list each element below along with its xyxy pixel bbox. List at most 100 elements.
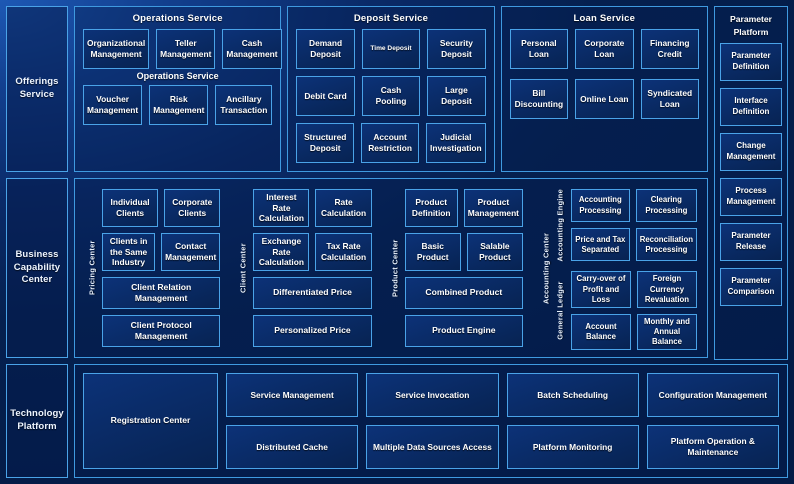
cell-personalized-price[interactable]: Personalized Price [253, 315, 372, 347]
cell-carry-over-profit-loss[interactable]: Carry-over of Profit and Loss [570, 271, 631, 308]
cell-personal-loan[interactable]: Personal Loan [509, 29, 569, 69]
group-title-operations-service: Operations Service [132, 13, 223, 24]
technology-platform-content: Registration Center Service Management S… [74, 364, 788, 478]
cell-debit-card[interactable]: Debit Card [296, 76, 355, 116]
cell-platform-monitoring[interactable]: Platform Monitoring [506, 425, 639, 469]
group-accounting-center: Accounting Center Accounting Engine Acco… [534, 184, 702, 352]
row-label-business-capability-center: Business Capability Center [6, 178, 68, 358]
vertical-label-client-center: Client Center [238, 243, 248, 293]
cell-demand-deposit[interactable]: Demand Deposit [296, 29, 355, 69]
cell-multiple-data-sources-access[interactable]: Multiple Data Sources Access [366, 425, 499, 469]
cell-time-deposit[interactable]: Time Deposit [361, 29, 421, 69]
group-client-center: Client Center Interest Rate Calculation … [231, 184, 376, 352]
cell-voucher-management[interactable]: Voucher Management [83, 85, 143, 125]
row-label-offerings-service: Offerings Service [6, 6, 68, 172]
cell-price-and-tax-separated[interactable]: Price and Tax Separated [570, 228, 630, 262]
group-operations-service: Operations Service Organizational Manage… [74, 6, 282, 172]
group-title-deposit-service: Deposit Service [353, 13, 429, 24]
cell-contact-management[interactable]: Contact Management [161, 233, 221, 271]
cell-financing-credit[interactable]: Financing Credit [640, 29, 699, 69]
deposit-service-grid-row2: Debit Card Cash Pooling Large Deposit [296, 76, 486, 116]
group-loan-service: Loan Service Personal Loan Corporate Loa… [500, 6, 708, 172]
deposit-service-grid-row1: Demand Deposit Time Deposit Security Dep… [296, 29, 486, 69]
cell-syndicated-loan[interactable]: Syndicated Loan [640, 79, 699, 119]
cell-batch-scheduling[interactable]: Batch Scheduling [506, 373, 639, 417]
cell-judicial-investigation[interactable]: Judicial Investigation [426, 123, 486, 163]
cell-product-management[interactable]: Product Management [463, 189, 523, 227]
cell-distributed-cache[interactable]: Distributed Cache [226, 425, 359, 469]
loan-service-bottom-grid: Bill Discounting Online Loan Syndicated … [509, 79, 699, 119]
cell-differentiated-price[interactable]: Differentiated Price [253, 277, 372, 309]
operations-service-bottom-grid: Voucher Management Risk Management Ancil… [83, 85, 273, 125]
deposit-service-grid-row3: Structured Deposit Account Restriction J… [296, 123, 486, 163]
cell-client-relation-management[interactable]: Client Relation Management [102, 277, 221, 309]
cell-salable-product[interactable]: Salable Product [466, 233, 523, 271]
cell-teller-management[interactable]: Teller Management [156, 29, 216, 69]
cell-product-definition[interactable]: Product Definition [404, 189, 458, 227]
group-deposit-service: Deposit Service Demand Deposit Time Depo… [287, 6, 495, 172]
cell-combined-product[interactable]: Combined Product [404, 277, 523, 309]
vertical-label-pricing-center: Pricing Center [87, 240, 97, 296]
cell-risk-management[interactable]: Risk Management [149, 85, 209, 125]
cell-parameter-comparison[interactable]: Parameter Comparison [720, 267, 782, 306]
cell-bill-discounting[interactable]: Bill Discounting [509, 79, 569, 119]
cell-reconciliation-processing[interactable]: Reconciliation Processing [635, 228, 697, 262]
cell-parameter-definition[interactable]: Parameter Definition [720, 42, 782, 81]
technology-platform-row: Technology Platform Registration Center … [6, 364, 788, 478]
cell-platform-operation-maintenance[interactable]: Platform Operation & Maintenance [646, 425, 779, 469]
cell-client-protocol-management[interactable]: Client Protocol Management [102, 315, 221, 347]
cell-interface-definition[interactable]: Interface Definition [720, 87, 782, 126]
cell-structured-deposit[interactable]: Structured Deposit [296, 123, 355, 163]
cell-basic-product[interactable]: Basic Product [404, 233, 461, 271]
loan-service-spacer [510, 69, 699, 79]
cell-service-invocation[interactable]: Service Invocation [366, 373, 499, 417]
cell-clients-same-industry[interactable]: Clients in the Same Industry [102, 233, 156, 271]
business-capability-groups: Pricing Center Individual Clients Corpor… [74, 178, 708, 358]
group-parameter-platform: Parameter Platform Parameter Definition … [714, 6, 788, 360]
cell-configuration-management[interactable]: Configuration Management [646, 373, 779, 417]
group-pricing-center: Pricing Center Individual Clients Corpor… [80, 184, 225, 352]
cell-product-engine[interactable]: Product Engine [404, 315, 523, 347]
cell-corporate-clients[interactable]: Corporate Clients [164, 189, 221, 227]
cell-corporate-loan[interactable]: Corporate Loan [575, 29, 634, 69]
cell-foreign-currency-revaluation[interactable]: Foreign Currency Revaluation [636, 271, 697, 308]
cell-large-deposit[interactable]: Large Deposit [427, 76, 486, 116]
operations-service-top-grid: Organizational Management Teller Managem… [83, 29, 282, 69]
vertical-label-accounting-center: Accounting Center [541, 232, 551, 304]
cell-individual-clients[interactable]: Individual Clients [102, 189, 159, 227]
cell-registration-center[interactable]: Registration Center [83, 373, 218, 469]
offerings-service-row: Offerings Service Operations Service Org… [6, 6, 788, 172]
group-title-loan-service: Loan Service [573, 13, 636, 24]
group-title-parameter-platform: Parameter Platform [729, 14, 773, 37]
group-product-center: Product Center Product Definition Produc… [383, 184, 528, 352]
vertical-label-general-ledger: General Ledger [555, 281, 565, 341]
cell-account-restriction[interactable]: Account Restriction [361, 123, 419, 163]
cell-interest-rate-calculation[interactable]: Interest Rate Calculation [253, 189, 310, 227]
cell-cash-pooling[interactable]: Cash Pooling [361, 76, 421, 116]
cell-parameter-release[interactable]: Parameter Release [720, 222, 782, 261]
cell-organizational-management[interactable]: Organizational Management [83, 29, 150, 69]
cell-rate-calculation[interactable]: Rate Calculation [315, 189, 372, 227]
cell-account-balance[interactable]: Account Balance [570, 313, 631, 351]
cell-service-management[interactable]: Service Management [226, 373, 359, 417]
group-subtitle-operations-service: Operations Service [136, 71, 219, 81]
cell-cash-management[interactable]: Cash Management [222, 29, 282, 69]
technology-platform-grid: Service Management Service Invocation Ba… [226, 373, 779, 469]
cell-change-management[interactable]: Change Management [720, 132, 782, 171]
cell-security-deposit[interactable]: Security Deposit [427, 29, 486, 69]
business-capability-row: Business Capability Center Pricing Cente… [6, 178, 788, 358]
cell-accounting-processing[interactable]: Accounting Processing [570, 189, 630, 223]
vertical-label-accounting-engine: Accounting Engine [555, 189, 565, 262]
cell-monthly-annual-balance[interactable]: Monthly and Annual Balance [636, 313, 697, 351]
cell-clearing-processing[interactable]: Clearing Processing [635, 189, 697, 223]
cell-process-management[interactable]: Process Management [720, 177, 782, 216]
cell-exchange-rate-calculation[interactable]: Exchange Rate Calculation [253, 233, 310, 271]
subgroup-general-ledger: General Ledger Carry-over of Profit and … [553, 271, 697, 351]
cell-ancillary-transaction[interactable]: Ancillary Transaction [215, 85, 273, 125]
vertical-label-product-center: Product Center [390, 239, 400, 297]
loan-service-top-grid: Personal Loan Corporate Loan Financing C… [509, 29, 699, 69]
cell-tax-rate-calculation[interactable]: Tax Rate Calculation [315, 233, 372, 271]
cell-online-loan[interactable]: Online Loan [575, 79, 634, 119]
subgroup-accounting-engine: Accounting Engine Accounting Processing … [553, 189, 697, 262]
